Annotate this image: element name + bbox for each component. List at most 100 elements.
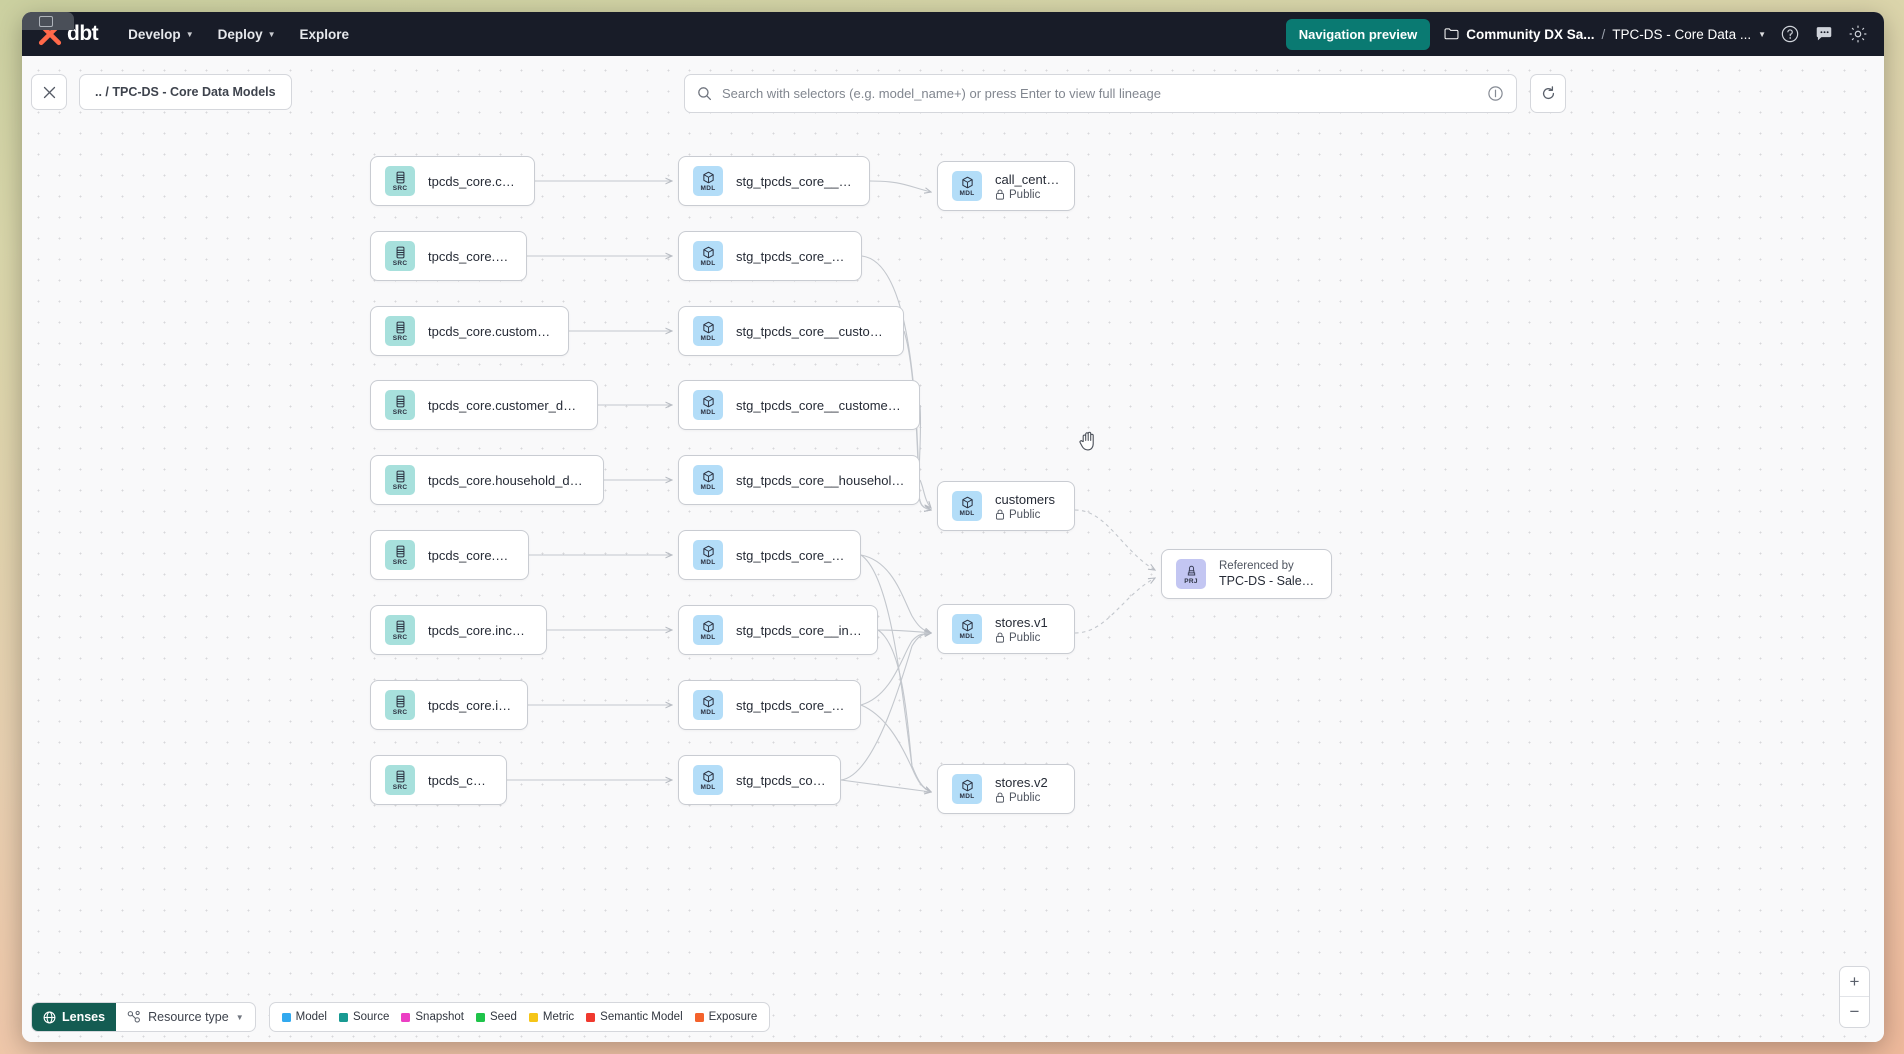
node-type-badge-mdl: MDL (693, 241, 723, 271)
legend-label: Model (295, 1011, 327, 1023)
navigation-preview-button[interactable]: Navigation preview (1285, 18, 1431, 50)
node-name: stg_tpcds_core__call_center (736, 173, 855, 189)
node-name: tpcds_core.date_dim (428, 547, 514, 563)
search-input[interactable] (722, 86, 1477, 101)
legend-item[interactable]: Semantic Model (586, 1011, 683, 1023)
zoom-in-button[interactable]: + (1840, 967, 1869, 997)
node-access-label: Public (1009, 631, 1041, 644)
legend-item[interactable]: Metric (528, 1011, 575, 1023)
node-text: stg_tpcds_core__customer_address (736, 324, 889, 339)
lenses-label: Lenses (62, 1010, 106, 1024)
lineage-node-sources[interactable]: SRC tpcds_core.customer_address (370, 306, 569, 356)
breadcrumb-account[interactable]: Community DX Sa... (1466, 26, 1595, 42)
node-name: stg_tpcds_core__inventory (736, 697, 846, 713)
search-bar[interactable] (684, 74, 1517, 113)
lineage-node-sources[interactable]: SRC tpcds_core.customer_demographics (370, 380, 598, 430)
nav-item-explore[interactable]: Explore (300, 27, 350, 42)
feedback-icon[interactable] (1814, 24, 1834, 44)
node-name: tpcds_core.customer_address (428, 323, 554, 339)
lineage-breadcrumb-button[interactable]: .. / TPC-DS - Core Data Models (79, 74, 292, 110)
node-name: stg_tpcds_core__store (736, 772, 826, 788)
browser-tab-stub[interactable] (22, 12, 74, 30)
lineage-canvas[interactable]: .. / TPC-DS - Core Data Models (22, 56, 1884, 1042)
zoom-out-button[interactable]: − (1849, 1002, 1860, 1021)
lineage-node-staging[interactable]: MDL stg_tpcds_core__income_band (678, 605, 878, 655)
nav-item-develop[interactable]: Develop ▼ (128, 27, 193, 42)
close-icon (43, 86, 55, 98)
node-text: stg_tpcds_core__store (736, 773, 826, 788)
legend-label: Semantic Model (600, 1011, 683, 1023)
node-type-badge-src: SRC (385, 316, 415, 346)
nav-item-deploy[interactable]: Deploy ▼ (218, 27, 276, 42)
node-text: stg_tpcds_core__income_band (736, 623, 863, 638)
legend-swatch (476, 1012, 485, 1022)
legend-item[interactable]: Model (281, 1011, 327, 1023)
node-name: customers (995, 491, 1055, 507)
search-icon (698, 87, 712, 101)
node-name: stg_tpcds_core__customer_address (736, 323, 889, 339)
dbt-brand-text: dbt (67, 22, 99, 45)
legend-item[interactable]: Snapshot (401, 1011, 464, 1023)
browser-window: dbt Develop ▼ Deploy ▼ Explore Navigatio… (22, 12, 1884, 1042)
resource-type-icon (127, 1010, 141, 1023)
lineage-graph[interactable]: SRCtpcds_core.call_centerSRCtpcds_core.c… (22, 56, 1884, 1042)
node-name: tpcds_core.customer_demographics (428, 397, 583, 413)
header-breadcrumb: Community DX Sa... / TPC-DS - Core Data … (1444, 27, 1766, 42)
node-name: stg_tpcds_core__date_dim (736, 547, 846, 563)
lock-icon (996, 509, 1005, 520)
node-text: stg_tpcds_core__call_center (736, 174, 855, 189)
info-icon[interactable] (1487, 85, 1504, 102)
node-name: stg_tpcds_core__household_demogr... (736, 472, 905, 488)
legend-label: Exposure (708, 1011, 758, 1023)
gear-icon[interactable] (1848, 24, 1868, 44)
chevron-down-icon[interactable]: ▼ (1758, 29, 1766, 39)
node-text: tpcds_core.customer (428, 249, 512, 264)
node-name: stg_tpcds_core__customer_demogra... (736, 397, 905, 413)
refresh-button[interactable] (1530, 74, 1566, 113)
chevron-down-icon: ▼ (267, 29, 276, 39)
legend-swatch (586, 1012, 596, 1022)
node-name: stores.v1 (995, 614, 1048, 630)
legend-item[interactable]: Seed (476, 1011, 517, 1023)
node-type-badge-src: SRC (385, 390, 415, 420)
help-icon[interactable] (1780, 24, 1800, 44)
node-type-badge-mdl: MDL (693, 390, 723, 420)
node-name: tpcds_core.income_band (428, 622, 532, 638)
lineage-node-staging[interactable]: MDL stg_tpcds_core__household_demogr... (678, 455, 920, 505)
lineage-node-staging[interactable]: MDL stg_tpcds_core__customer_demogra... (678, 380, 920, 430)
lock-icon (996, 632, 1005, 643)
chevron-down-icon: ▼ (235, 1012, 244, 1022)
legend-item[interactable]: Source (338, 1011, 389, 1023)
legend-label: Metric (542, 1011, 575, 1023)
close-button[interactable] (31, 74, 67, 110)
legend-item[interactable]: Exposure (694, 1011, 758, 1023)
node-access-label: Public (1009, 508, 1041, 521)
breadcrumb-project[interactable]: TPC-DS - Core Data ... (1612, 26, 1752, 42)
resource-type-filter[interactable]: Resource type ▼ (116, 1003, 255, 1031)
lenses-button[interactable]: Lenses (32, 1003, 117, 1031)
node-type-badge-mdl: MDL (693, 465, 723, 495)
node-access-badge: Public (995, 189, 1060, 201)
node-type-badge-mdl: MDL (693, 615, 723, 645)
